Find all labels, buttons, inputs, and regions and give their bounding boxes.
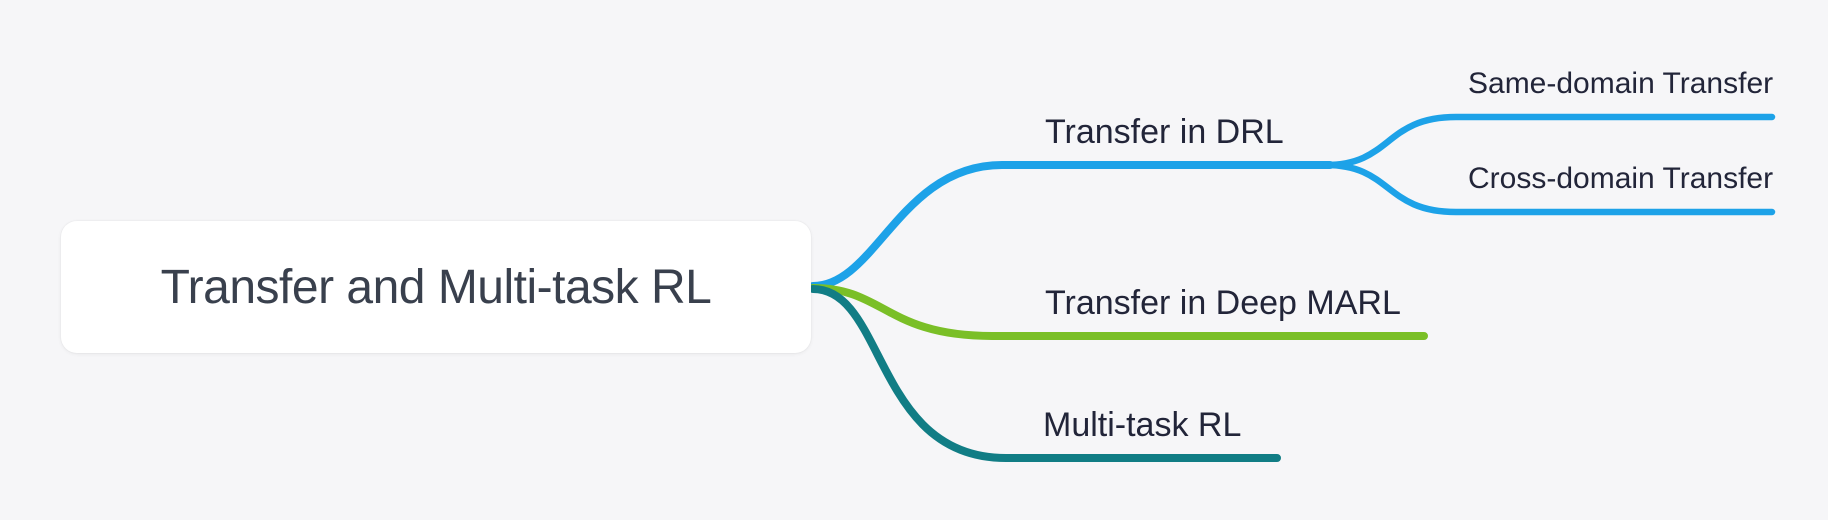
node-transfer-in-deep-marl[interactable]: Transfer in Deep MARL	[1045, 284, 1401, 322]
node-transfer-in-drl[interactable]: Transfer in DRL	[1045, 113, 1284, 151]
root-node-label: Transfer and Multi-task RL	[160, 260, 712, 314]
node-same-domain-transfer[interactable]: Same-domain Transfer	[1468, 67, 1774, 100]
root-node-transfer-and-multitask-rl[interactable]: Transfer and Multi-task RL	[61, 221, 811, 353]
branch-line-same-domain-transfer	[1322, 113, 1776, 169]
branch-line-transfer-in-drl	[809, 161, 1334, 290]
node-multi-task-rl[interactable]: Multi-task RL	[1043, 406, 1242, 444]
node-cross-domain-transfer[interactable]: Cross-domain Transfer	[1468, 162, 1774, 195]
branch-line-multi-task-rl	[809, 285, 1281, 462]
branch-line-transfer-in-deep-marl	[809, 284, 1428, 340]
branch-line-cross-domain-transfer	[1322, 161, 1776, 216]
